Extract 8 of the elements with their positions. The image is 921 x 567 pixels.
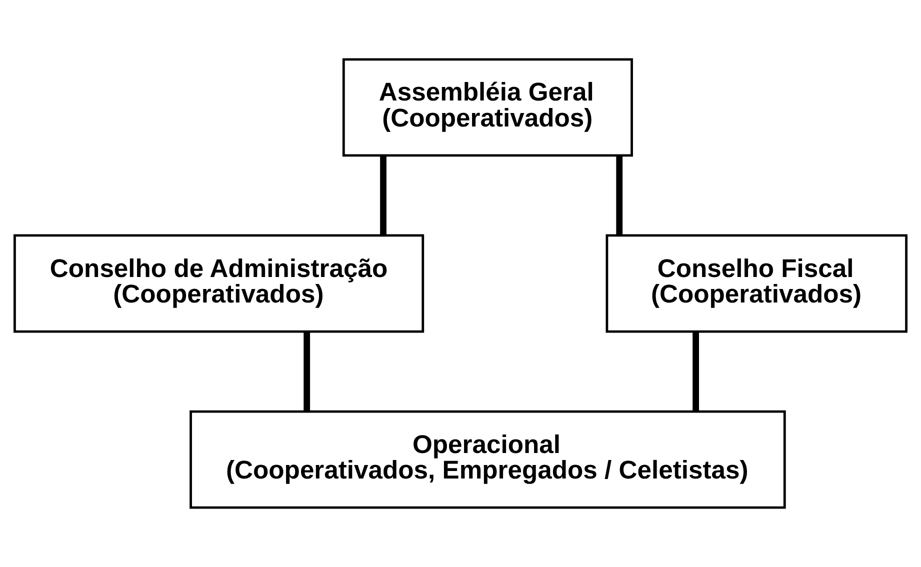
node-box: Conselho Fiscal (Cooperativados): [606, 234, 908, 333]
node-box: Conselho de Administração (Cooperativados): [14, 234, 424, 333]
connector: [380, 156, 386, 236]
node-box: Assembléia Geral (Cooperativados): [342, 58, 633, 157]
connector: [304, 332, 310, 412]
node-box: Operacional (Cooperativados, Empregados / Celetistas): [190, 410, 786, 509]
connector: [616, 156, 623, 236]
connector: [692, 332, 699, 412]
